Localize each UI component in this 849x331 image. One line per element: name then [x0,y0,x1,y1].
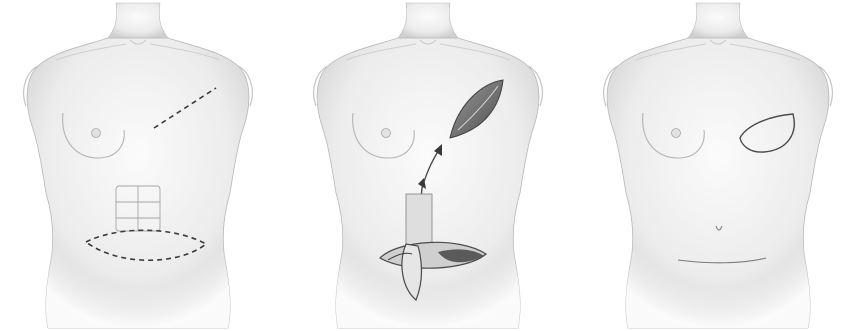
rectus-muscle-pedicle [406,194,432,249]
torso-figure-2 [314,3,543,328]
panel-3-reconstruction-result [604,3,833,328]
torso-figure-1 [24,3,253,328]
panel-2-flap-transfer [314,3,543,328]
panel-1-incision-markings [24,3,253,328]
torso-figure-3 [604,3,833,328]
